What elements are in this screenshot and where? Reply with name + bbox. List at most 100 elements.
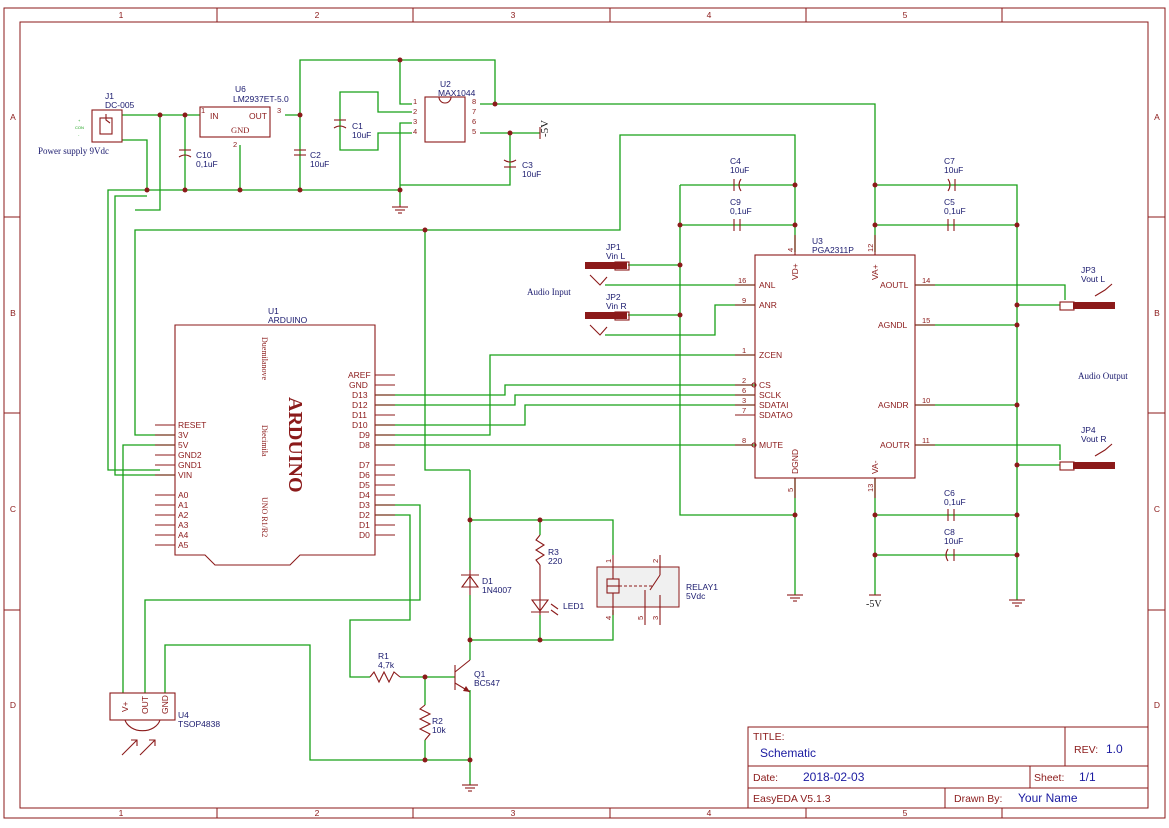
col-label-bottom: 5 (903, 808, 908, 818)
schematic-label: 13 (866, 484, 875, 492)
arduino-left-pins: RESET 3V 5V GND2 GND1 VIN A0 A1 A2 A3 A4… (155, 420, 206, 550)
c2-ref: C2 (310, 150, 321, 160)
schematic-label: GND2 (178, 450, 202, 460)
schematic-label: Vin R (606, 301, 627, 311)
schematic-label: 0,1uF (730, 206, 752, 216)
u3-value: PGA2311P (812, 245, 854, 255)
ground-symbols (392, 127, 1025, 792)
schematic-label: C5 (944, 197, 955, 207)
schematic-label: Diecimila (260, 425, 269, 457)
schematic-label: SCLK (759, 390, 782, 400)
schematic-label: RELAY1 (686, 582, 718, 592)
u2-max1044: U2 MAX1044 1 2 3 4 8 7 6 5 (413, 79, 476, 143)
ground-icon (462, 784, 478, 792)
schematic-label: ZCEN (759, 350, 782, 360)
schematic-label: 10k (432, 725, 446, 735)
schematic-label: CS (759, 380, 771, 390)
schematic-label: VD+ (790, 263, 800, 280)
sheet-value: 1/1 (1079, 770, 1096, 784)
col-label-top: 3 (511, 10, 516, 20)
schematic-label: 15 (922, 316, 930, 325)
schematic-label: A4 (178, 530, 189, 540)
u2-value: MAX1044 (438, 88, 476, 98)
schematic-label: 10 (922, 396, 930, 405)
schematic-label: 3 (742, 396, 746, 405)
col-label-top: 2 (315, 10, 320, 20)
c6-capacitor: C60,1uF (944, 488, 966, 521)
schematic-label: VA- (870, 460, 880, 474)
schematic-label: 16 (738, 276, 746, 285)
u6-ref: U6 (235, 84, 246, 94)
schematic-label: GND1 (178, 460, 202, 470)
relay1: 1 2 4 5 3 RELAY1 5Vdc (596, 555, 718, 625)
schematic-label: 0,1uF (944, 206, 966, 216)
c10-ref: C10 (196, 150, 212, 160)
schematic-label: ANR (759, 300, 777, 310)
c2-capacitor: C2 10uF (294, 149, 329, 169)
schematic-label: C9 (730, 197, 741, 207)
u6-pin-out: OUT (249, 111, 267, 121)
ir-arrow-icon (139, 739, 156, 756)
frame-row-labels: A B C D A B C D (10, 112, 1160, 710)
schematic-label: SDATAI (759, 400, 788, 410)
col-label-top: 5 (903, 10, 908, 20)
u6-pin-3: 3 (277, 106, 281, 115)
schematic-label: 3V (178, 430, 189, 440)
schematic-label: 6 (742, 386, 746, 395)
j1-dc-jack: + CON - J1 DC-005 (75, 91, 135, 143)
schematic-label: 10uF (944, 536, 963, 546)
schematic-label: TSOP4838 (178, 719, 220, 729)
schematic-label: Vin L (606, 251, 625, 261)
schematic-label: Vout R (1081, 434, 1107, 444)
schematic-label: 11 (922, 436, 930, 445)
r3-resistor: R3 220 (534, 534, 562, 595)
schematic-label: VIN (178, 470, 192, 480)
c3-ref: C3 (522, 160, 533, 170)
schematic-label: C4 (730, 156, 741, 166)
schematic-label: D8 (359, 440, 370, 450)
schematic-label: D4 (359, 490, 370, 500)
schematic-label: 7 (742, 406, 746, 415)
schematic-label: JP4 (1081, 425, 1096, 435)
schematic-label: Vout L (1081, 274, 1105, 284)
rev-label: REV: (1074, 744, 1098, 756)
col-label-bottom: 3 (511, 808, 516, 818)
u2-ref: U2 (440, 79, 451, 89)
schematic-label: BC547 (474, 678, 500, 688)
schematic-label: RESET (178, 420, 206, 430)
schematic-label: AGNDL (878, 320, 908, 330)
schematic-label: 2 (651, 559, 660, 563)
schematic-label: 5 (786, 488, 795, 492)
schematic-label: 2 (413, 107, 417, 116)
schematic-label: 10uF (730, 165, 749, 175)
c3-value: 10uF (522, 169, 541, 179)
schematic-label: CON (75, 125, 84, 130)
j1-ref: J1 (105, 91, 114, 101)
schematic-label: D3 (359, 500, 370, 510)
schematic-label: 5Vdc (686, 591, 706, 601)
schematic-label: D10 (352, 420, 368, 430)
u6-pin-in: IN (210, 111, 219, 121)
schematic-label: Duemilanove (260, 337, 269, 381)
schematic-label: V+ (120, 701, 130, 712)
c10-value: 0,1uF (196, 159, 218, 169)
schematic-label: 7 (472, 107, 476, 116)
title-value: Schematic (760, 746, 816, 760)
schematic-label: ARDUINO (268, 315, 308, 325)
schematic-label: 4 (413, 127, 417, 136)
schematic-label: R1 (378, 651, 389, 661)
j1-value: DC-005 (105, 100, 135, 110)
c1-capacitor: C1 10uF (333, 119, 371, 140)
schematic-label: LED1 (563, 601, 585, 611)
schematic-label: C7 (944, 156, 955, 166)
schematic-label: 1 (413, 97, 417, 106)
schematic-label: A2 (178, 510, 189, 520)
schematic-label: D13 (352, 390, 368, 400)
q1-transistor: Q1 BC547 (454, 659, 500, 693)
schematic-label: 9 (742, 296, 746, 305)
c3-capacitor: C3 10uF (503, 159, 541, 179)
c1-ref: C1 (352, 121, 363, 131)
schematic-label: U1 (268, 306, 279, 316)
ground-icon (392, 205, 408, 214)
row-label-left: D (10, 700, 16, 710)
